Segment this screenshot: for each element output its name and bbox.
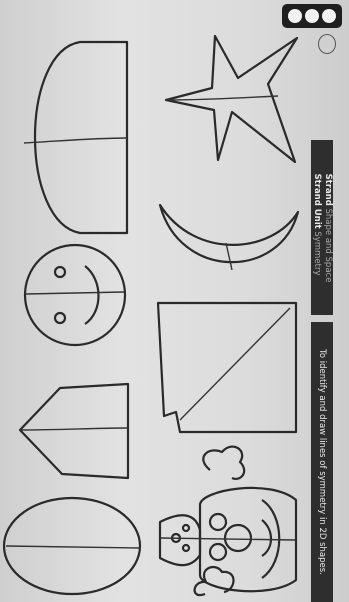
strand-header-band: Strand Shape and Space Strand Unit Symme… — [311, 140, 333, 315]
traffic-light-dot — [288, 9, 302, 23]
half-oval-shape — [24, 42, 127, 233]
oval-shape — [4, 498, 140, 594]
strand-unit-label: Strand Unit — [312, 173, 322, 228]
smiley-face-shape — [25, 245, 125, 345]
traffic-light-icon — [282, 4, 342, 28]
strand-unit-value: Symmetry — [312, 231, 322, 275]
objective-text: To identify and draw lines of symmetry i… — [317, 349, 327, 575]
strand-label: Strand — [323, 173, 333, 205]
crescent-moon-shape — [160, 205, 298, 270]
kite-shape — [20, 384, 128, 478]
star-shape — [166, 36, 297, 162]
traffic-light-dot — [305, 9, 319, 23]
traffic-light-dot — [322, 9, 336, 23]
strand-value: Shape and Space — [323, 208, 333, 282]
square-shape — [158, 303, 296, 432]
objective-band: To identify and draw lines of symmetry i… — [311, 322, 333, 602]
pencil-mark — [318, 34, 336, 54]
clown-face-shape — [160, 447, 296, 596]
